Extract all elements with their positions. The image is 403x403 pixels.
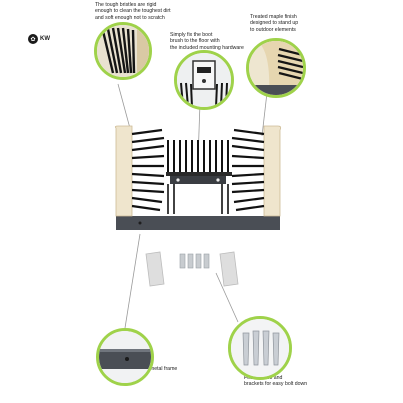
mounting-hardware-image bbox=[145, 251, 239, 287]
metal-frame-closeup bbox=[96, 328, 154, 386]
brand-logo-icon: ✿ bbox=[28, 34, 38, 44]
maple-finish-closeup bbox=[246, 38, 306, 98]
brand-logo: ✿ KW bbox=[28, 32, 56, 46]
bristles-callout-text: The tough bristles are rigid enough to c… bbox=[95, 2, 171, 21]
screws-closeup bbox=[228, 316, 292, 380]
maple-callout-text: Treated maple finish designed to stand u… bbox=[250, 14, 299, 33]
mounting-bracket-closeup bbox=[174, 50, 234, 110]
brand-logo-text: KW bbox=[40, 36, 50, 42]
bristles-closeup bbox=[94, 22, 152, 80]
boot-brush-product-image bbox=[114, 125, 282, 230]
mounting-callout-text: Simply fix the boot brush to the floor w… bbox=[170, 32, 244, 51]
